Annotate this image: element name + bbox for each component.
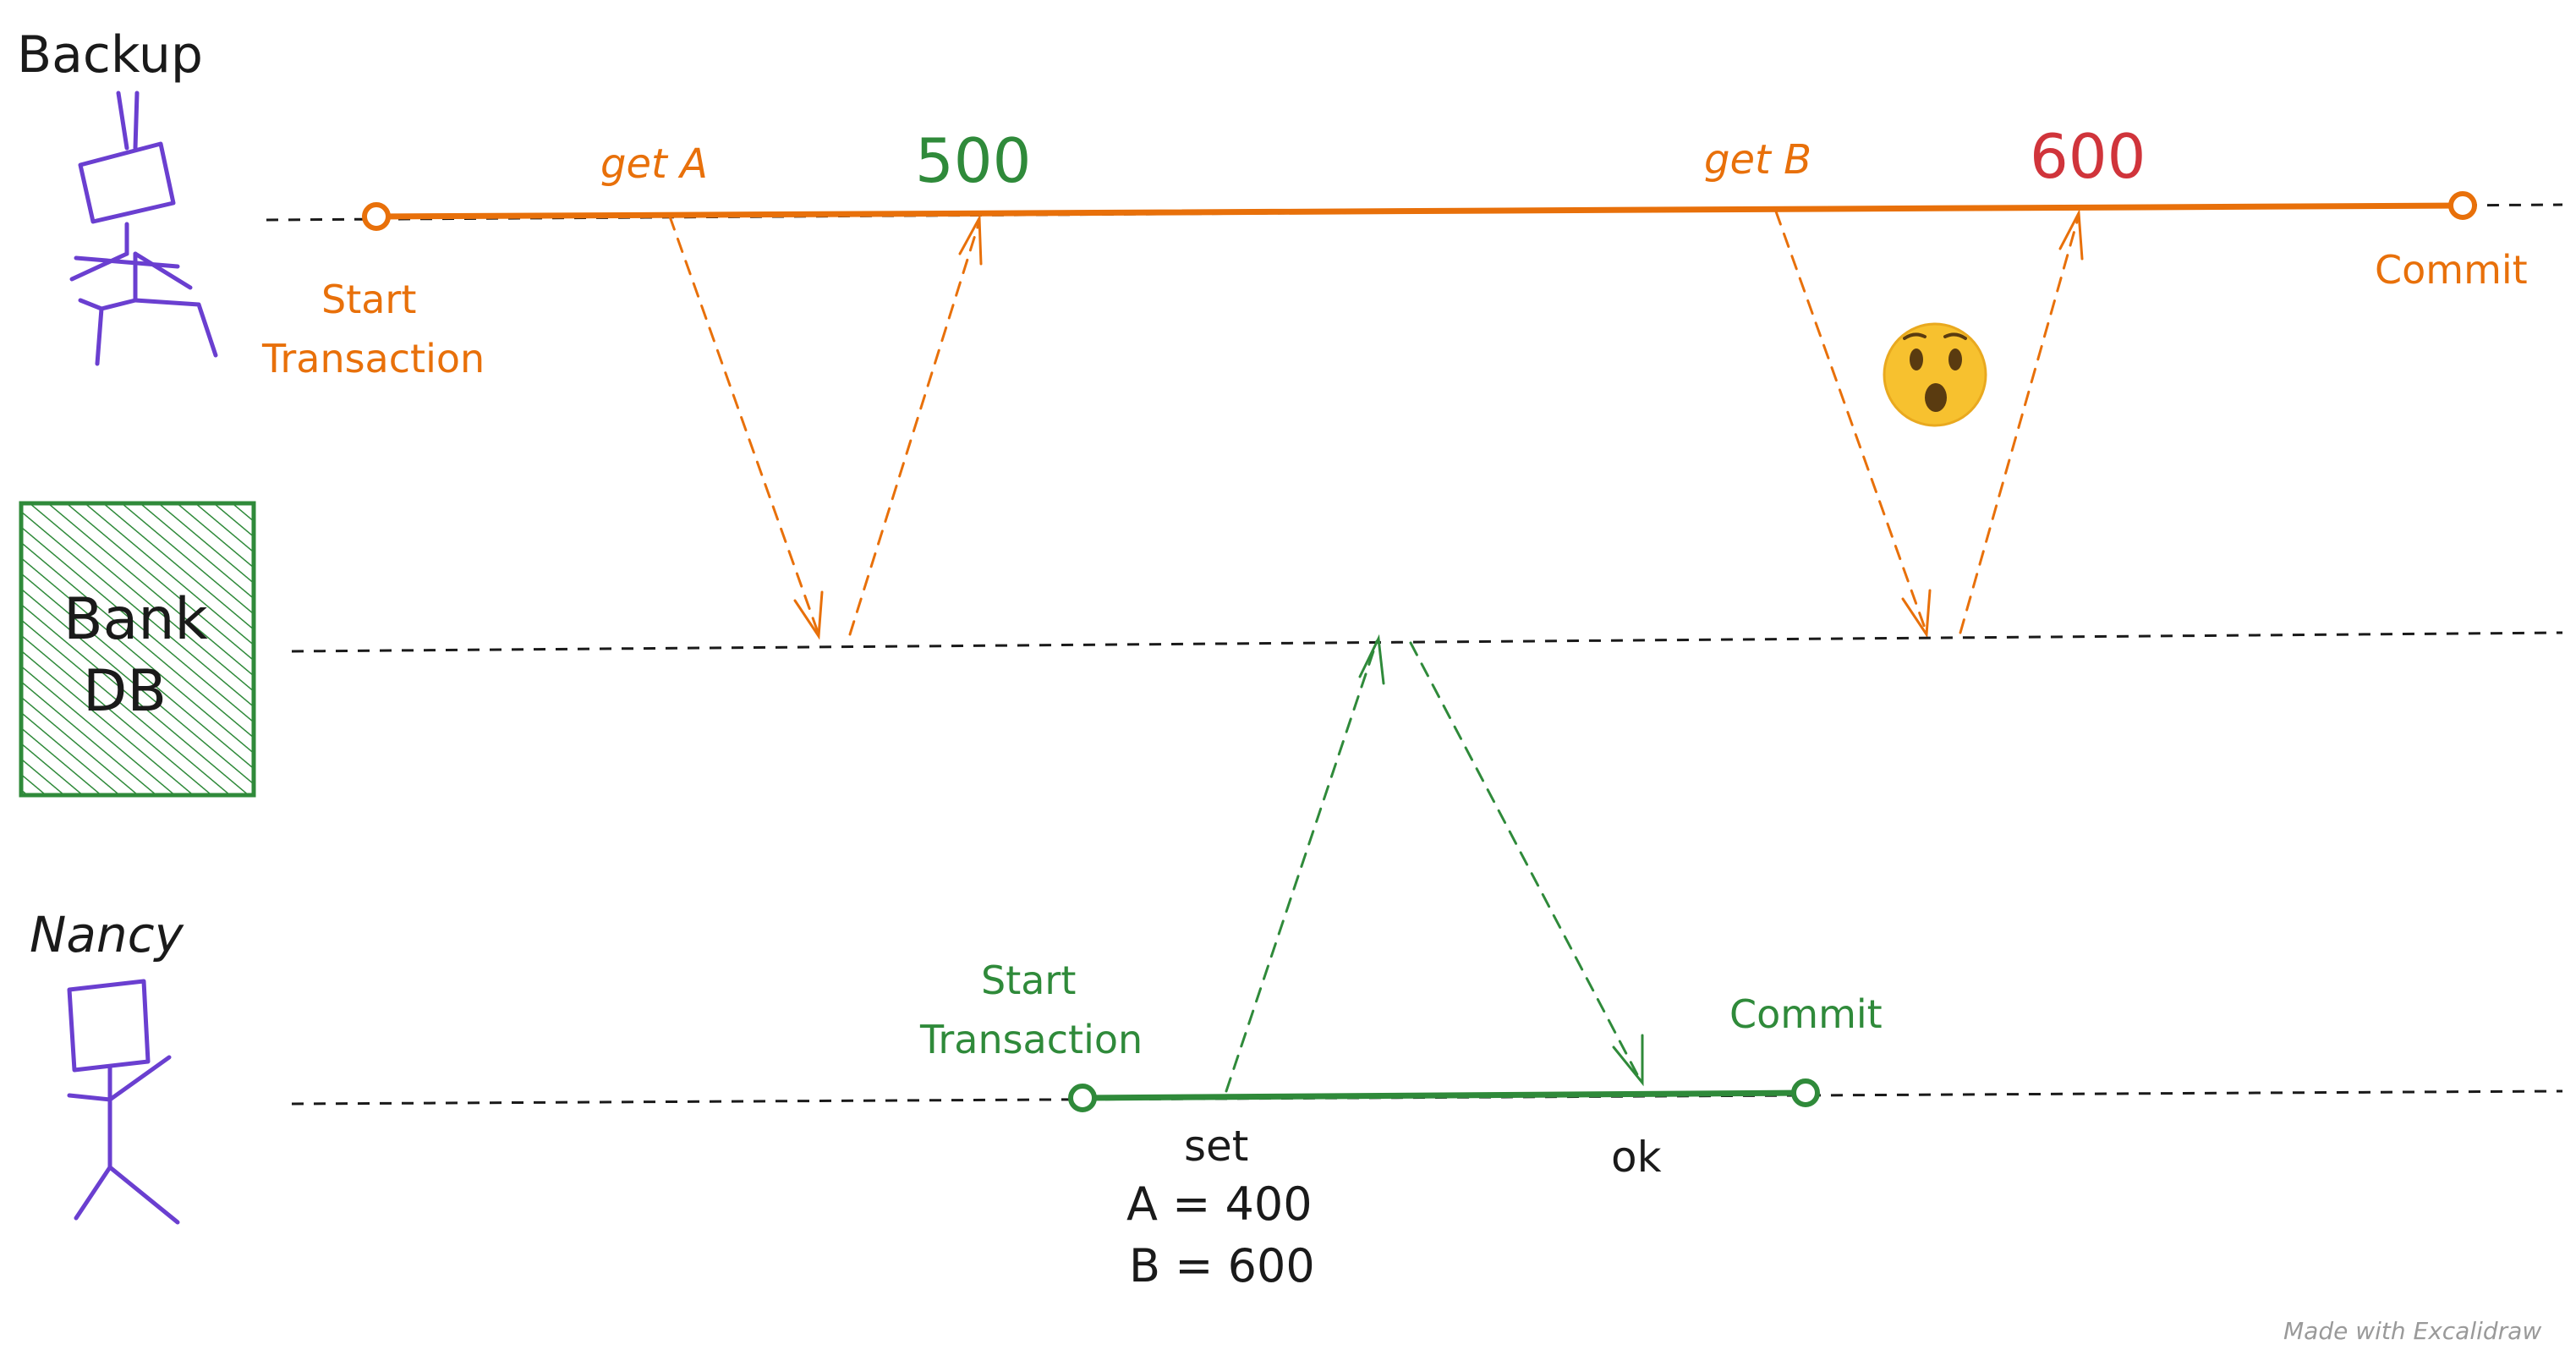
nancy-start-label-line1: Start <box>981 958 1076 1003</box>
get-b-arrows <box>1774 210 2080 634</box>
backup-label: Backup <box>17 25 203 85</box>
nancy-transaction-line <box>1079 1089 1809 1101</box>
nancy-commit-label: Commit <box>1729 991 1883 1037</box>
backup-transaction-line <box>373 202 2466 220</box>
backup-start-node <box>362 202 391 231</box>
bank-label-line1: Bank <box>63 586 208 653</box>
backup-start-label-line2: Transaction <box>261 336 485 381</box>
set-label: set <box>1184 1122 1248 1171</box>
nancy-commit-node <box>1791 1078 1820 1107</box>
get-a-arrows <box>668 215 981 636</box>
value-b-label: 600 <box>2030 121 2146 192</box>
surprised-emoji-icon <box>1883 322 1987 427</box>
nancy-lifeline <box>291 1089 2563 1106</box>
excalidraw-credit: Made with Excalidraw <box>2283 1317 2541 1345</box>
bank-label-line2: DB <box>83 658 167 725</box>
nancy-person-icon <box>67 979 180 1225</box>
get-b-label: get B <box>1704 136 1811 184</box>
nancy-label: Nancy <box>30 906 184 963</box>
backup-commit-label: Commit <box>2375 247 2528 293</box>
ok-label: ok <box>1611 1133 1662 1182</box>
value-a-label: 500 <box>915 125 1031 196</box>
backup-robot-icon <box>69 91 218 366</box>
get-a-label: get A <box>600 140 708 188</box>
nancy-write-arrows <box>1225 639 1642 1093</box>
backup-start-label-line1: Start <box>321 277 416 322</box>
backup-commit-node <box>2448 191 2477 220</box>
set-b-label: B = 600 <box>1129 1239 1315 1292</box>
nancy-start-node <box>1068 1084 1097 1112</box>
nancy-start-label-line2: Transaction <box>919 1017 1143 1062</box>
set-a-label: A = 400 <box>1126 1177 1313 1231</box>
bank-db-box <box>19 501 256 798</box>
bank-lifeline <box>291 631 2563 653</box>
